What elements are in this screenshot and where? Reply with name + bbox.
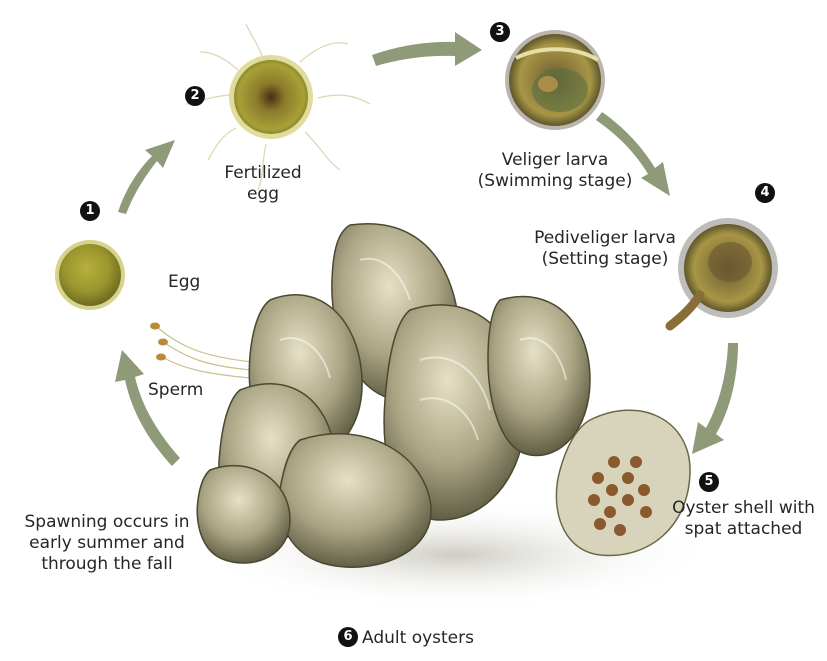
veliger-larva-label: Veliger larva (Swimming stage) xyxy=(475,150,635,192)
fertilized-egg-label-line1: Fertilized xyxy=(198,163,328,184)
stage-number-badge-3: 3 xyxy=(490,22,510,42)
arrow-pediveliger-to-spat xyxy=(692,343,738,454)
egg-illustration xyxy=(55,240,125,310)
adult-oysters-caption: 6Adult oysters xyxy=(338,628,474,649)
arrow-spawning-to-egg xyxy=(115,350,180,466)
spawning-note-line1: Spawning occurs in xyxy=(2,512,212,533)
spawning-note-line3: through the fall xyxy=(2,554,212,575)
veliger-larva-illustration xyxy=(505,30,605,130)
spawning-note: Spawning occurs in early summer and thro… xyxy=(2,512,212,575)
stage-number-badge-4: 4 xyxy=(755,183,775,203)
veliger-larva-label-line1: Veliger larva xyxy=(475,150,635,171)
stage-number-badge-5: 5 xyxy=(699,472,719,492)
fertilized-egg-label: Fertilized egg xyxy=(198,163,328,205)
spat-shell-label-line2: spat attached xyxy=(660,519,827,540)
stage-number-badge-6: 6 xyxy=(338,627,358,647)
egg-label: Egg xyxy=(168,272,200,293)
adult-oysters-illustration xyxy=(195,224,715,610)
sperm-illustration xyxy=(150,323,252,379)
veliger-larva-label-line2: (Swimming stage) xyxy=(475,171,635,192)
sperm-label: Sperm xyxy=(148,380,203,401)
fertilized-egg-label-line2: egg xyxy=(198,184,328,205)
stage-number-badge-1: 1 xyxy=(80,201,100,221)
pediveliger-larva-label: Pediveliger larva (Setting stage) xyxy=(520,228,690,270)
spat-shell-label-line1: Oyster shell with xyxy=(660,498,827,519)
pediveliger-larva-label-line1: Pediveliger larva xyxy=(520,228,690,249)
pediveliger-larva-label-line2: (Setting stage) xyxy=(520,249,690,270)
spawning-note-line2: early summer and xyxy=(2,533,212,554)
arrow-fertilized-to-veliger xyxy=(372,32,482,66)
stage-number-badge-2: 2 xyxy=(185,86,205,106)
adult-oysters-label: Adult oysters xyxy=(362,628,474,648)
arrow-egg-to-fertilized xyxy=(118,140,175,214)
spat-shell-label: Oyster shell with spat attached xyxy=(660,498,827,540)
